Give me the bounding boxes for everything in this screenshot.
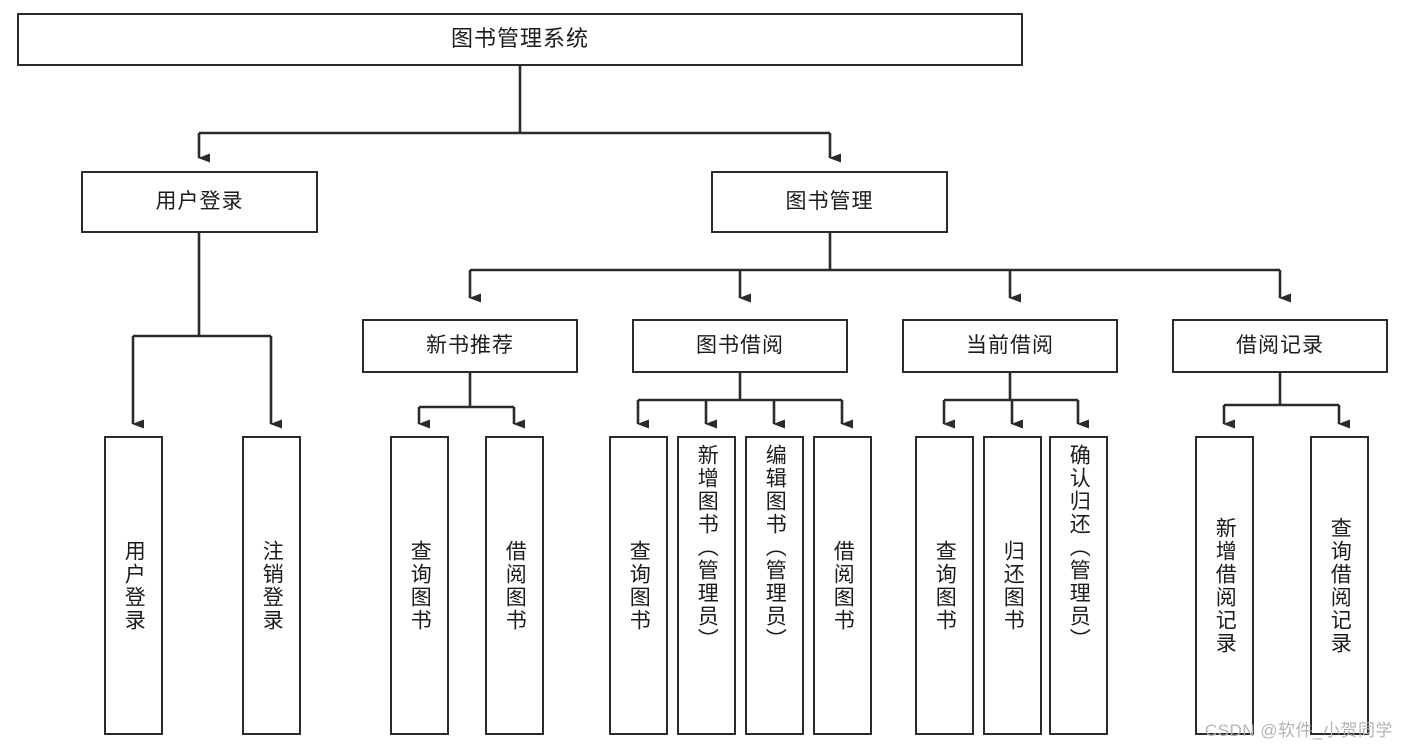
node-label: 编辑图书（管理员） — [763, 444, 787, 651]
leaf-current-query-book[interactable]: 查询图书 — [915, 436, 974, 735]
leaf-current-return-book[interactable]: 归还图书 — [983, 436, 1042, 735]
node-label: 新增借阅记录 — [1213, 516, 1237, 655]
node-label: 查询图书 — [408, 539, 432, 632]
node-label: 确认归还（管理员） — [1067, 444, 1091, 651]
node-label: 用户登录 — [122, 539, 146, 632]
leaf-user-login[interactable]: 用户登录 — [104, 436, 163, 735]
node-root-system[interactable]: 图书管理系统 — [17, 13, 1023, 66]
leaf-records-add-record[interactable]: 新增借阅记录 — [1195, 436, 1254, 735]
leaf-current-confirm-return-admin[interactable]: 确认归还（管理员） — [1049, 436, 1108, 735]
node-borrow-records[interactable]: 借阅记录 — [1172, 319, 1388, 373]
leaf-borrow-edit-book-admin[interactable]: 编辑图书（管理员） — [745, 436, 804, 735]
leaf-recommend-query-book[interactable]: 查询图书 — [390, 436, 449, 735]
node-label: 注销登录 — [260, 539, 284, 632]
node-label: 查询借阅记录 — [1328, 516, 1352, 655]
node-book-management[interactable]: 图书管理 — [711, 171, 948, 233]
node-label: 查询图书 — [627, 539, 651, 632]
node-label: 新增图书（管理员） — [695, 444, 719, 651]
leaf-borrow-borrow-book[interactable]: 借阅图书 — [813, 436, 872, 735]
node-label: 用户登录 — [155, 190, 244, 214]
node-label: 借阅图书 — [503, 539, 527, 632]
node-label: 新书推荐 — [426, 334, 514, 358]
node-current-borrow[interactable]: 当前借阅 — [902, 319, 1118, 373]
leaf-borrow-query-book[interactable]: 查询图书 — [609, 436, 668, 735]
node-label: 借阅记录 — [1236, 334, 1324, 358]
node-label: 图书管理 — [785, 190, 874, 214]
node-label: 借阅图书 — [831, 539, 855, 632]
node-label: 图书管理系统 — [450, 26, 589, 52]
node-book-borrow[interactable]: 图书借阅 — [632, 319, 848, 373]
watermark: CSDN @软件_小贺同学 — [1204, 721, 1393, 740]
leaf-logout-login[interactable]: 注销登录 — [242, 436, 301, 735]
leaf-records-query-record[interactable]: 查询借阅记录 — [1310, 436, 1369, 735]
node-user-login[interactable]: 用户登录 — [81, 171, 318, 233]
node-label: 查询图书 — [933, 539, 957, 632]
node-label: 归还图书 — [1001, 539, 1025, 632]
leaf-borrow-add-book-admin[interactable]: 新增图书（管理员） — [677, 436, 736, 735]
node-label: 当前借阅 — [966, 334, 1054, 358]
leaf-recommend-borrow-book[interactable]: 借阅图书 — [485, 436, 544, 735]
node-label: 图书借阅 — [696, 334, 784, 358]
node-new-book-recommend[interactable]: 新书推荐 — [362, 319, 578, 373]
